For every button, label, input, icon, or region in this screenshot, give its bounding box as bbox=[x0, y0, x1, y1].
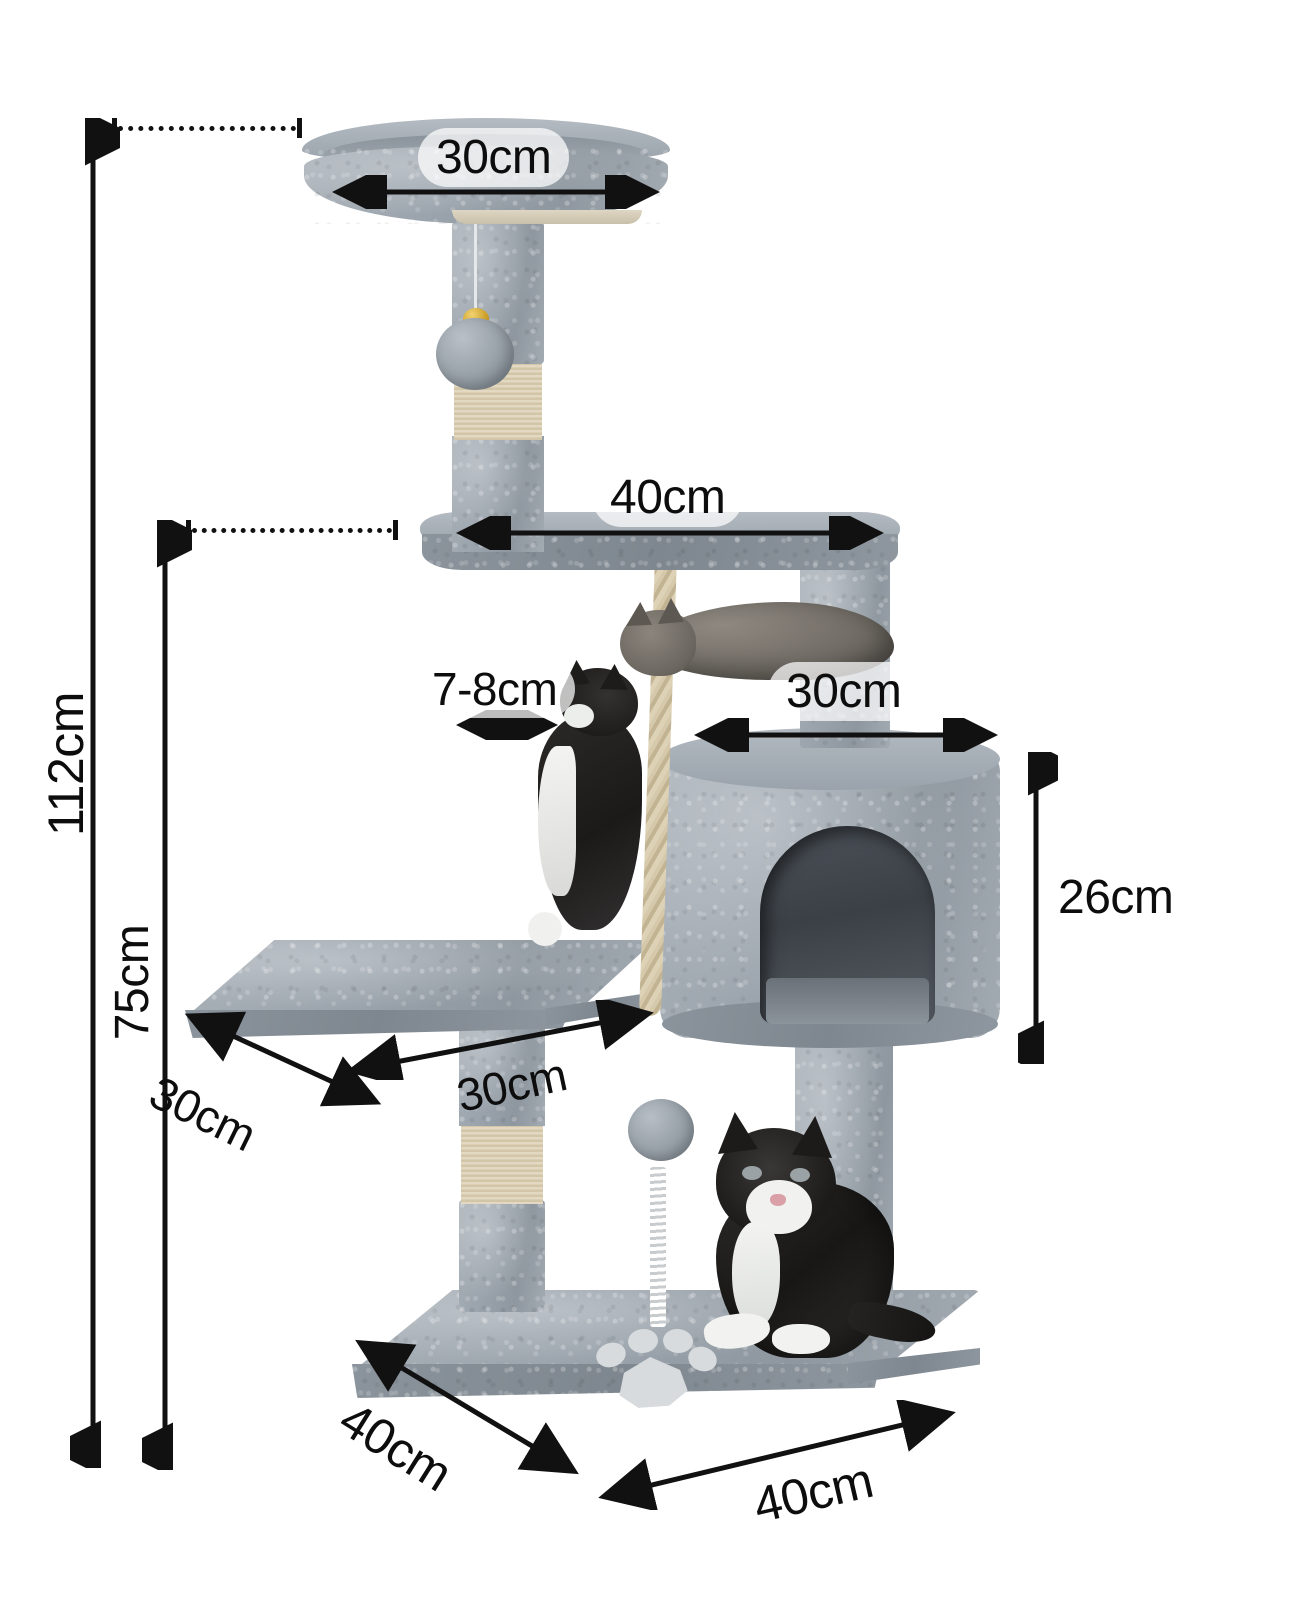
condo-width-arrow bbox=[693, 718, 999, 752]
base-depth-arrow bbox=[355, 1339, 579, 1475]
post-diameter-arrow bbox=[455, 710, 559, 740]
spring-coil bbox=[650, 1167, 666, 1327]
total-height-arrow bbox=[70, 118, 120, 1468]
label-post-diameter: 7-8cm bbox=[414, 660, 576, 718]
label-condo-width: 30cm bbox=[768, 662, 920, 721]
label-total-height: 112cm bbox=[37, 692, 94, 836]
mid-platform-width-arrow bbox=[455, 516, 885, 550]
base-width-arrow bbox=[598, 1400, 956, 1510]
top-perch-width-arrow bbox=[331, 175, 661, 209]
label-second-tier-height: 75cm bbox=[106, 924, 160, 1041]
label-condo-height: 26cm bbox=[1058, 871, 1174, 924]
second-tier-height-arrow bbox=[142, 520, 192, 1470]
spring-pom-pom bbox=[628, 1099, 694, 1161]
top-perch-underside bbox=[452, 210, 642, 224]
pom-pom-toy bbox=[430, 222, 540, 390]
shelf-width-arrow bbox=[346, 1000, 654, 1080]
lower-post-sisal bbox=[461, 1122, 543, 1204]
spring-toy bbox=[622, 1095, 694, 1327]
cat-sitting-kitten bbox=[680, 1110, 939, 1360]
condo-house bbox=[660, 728, 1000, 1048]
cat-grey-shorthair bbox=[600, 588, 900, 688]
shelf-depth-arrow bbox=[184, 1011, 382, 1107]
pom-pom-ball bbox=[436, 318, 514, 390]
pom-pom-string bbox=[474, 222, 477, 314]
condo-entrance bbox=[760, 826, 935, 1024]
label-mid-platform-width: 40cm bbox=[592, 468, 744, 527]
condo-height-arrow bbox=[1018, 752, 1058, 1064]
lower-post-plush-bottom bbox=[459, 1200, 545, 1312]
label-top-perch-width: 30cm bbox=[418, 128, 570, 187]
